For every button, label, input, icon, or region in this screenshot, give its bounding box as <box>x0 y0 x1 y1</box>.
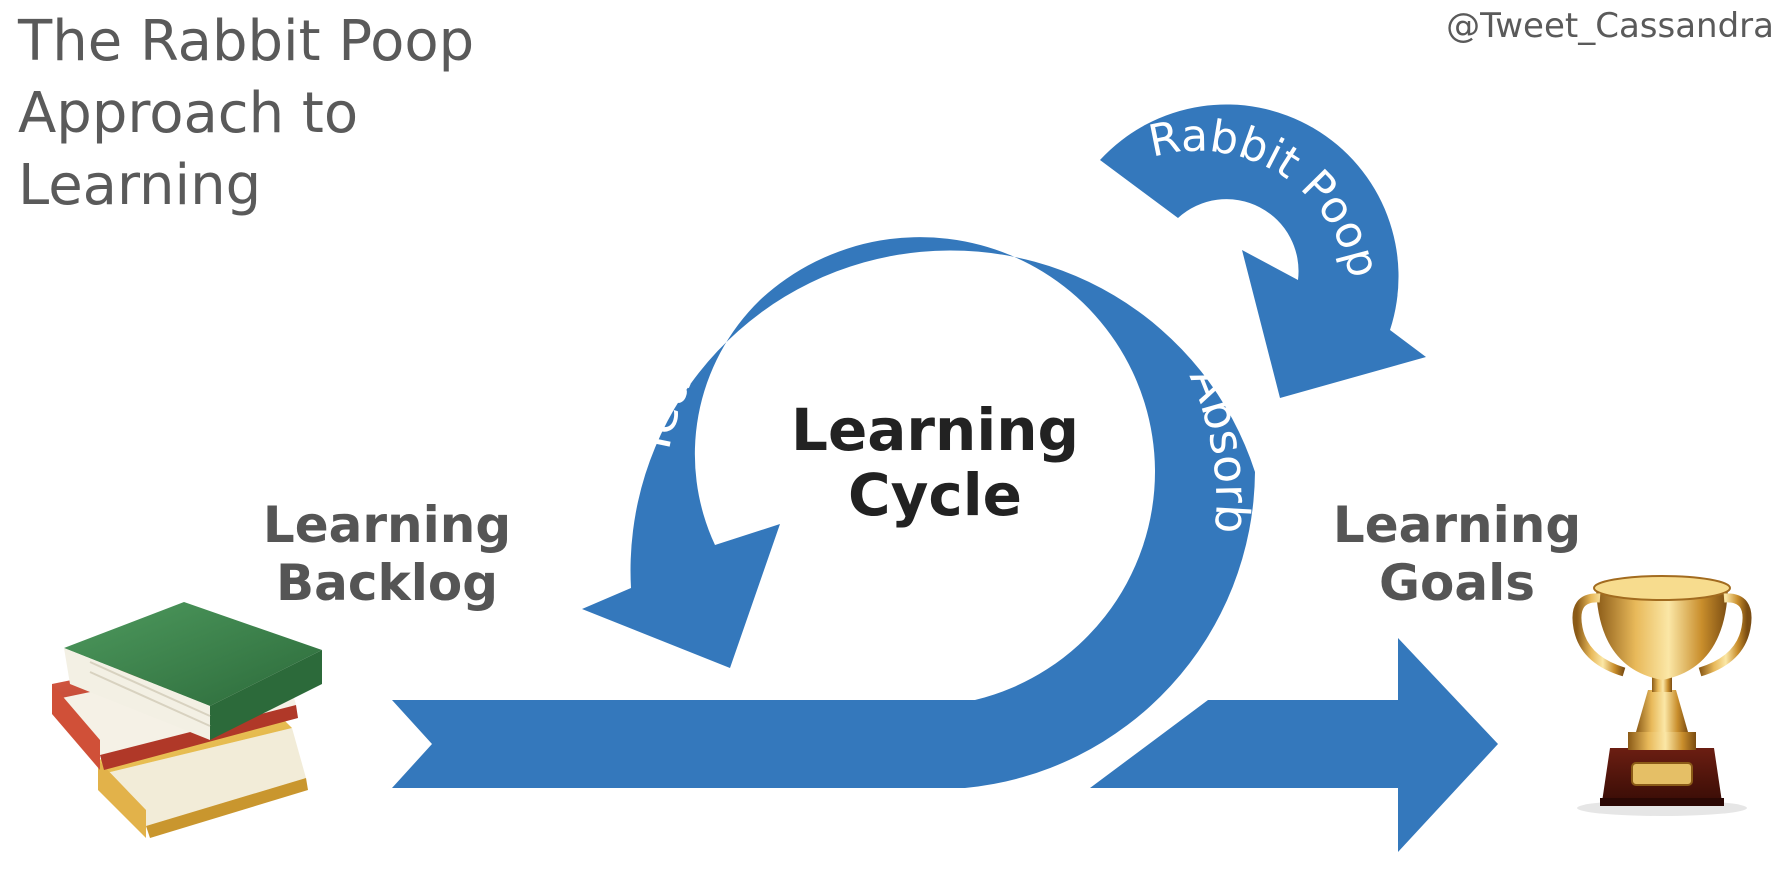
stack-of-books-icon <box>52 602 322 838</box>
backlog-line-2: Backlog <box>275 554 499 612</box>
title-line-2: Approach to <box>18 81 359 146</box>
goals-line-2: Goals <box>1378 554 1536 612</box>
cycle-line-2: Cycle <box>848 460 1022 529</box>
title-line-3: Learning <box>18 153 262 218</box>
rabbit-poop-arrow <box>1100 104 1426 399</box>
title-line-1: The Rabbit Poop <box>18 9 475 74</box>
backlog-line-1: Learning <box>262 496 512 554</box>
goals-line-1: Learning <box>1332 496 1582 554</box>
twitter-handle: @Tweet_Cassandra <box>1446 6 1774 46</box>
goal-arrow <box>1090 638 1498 852</box>
gold-trophy-icon <box>1572 575 1752 816</box>
learning-cycle-label: Learning Cycle <box>735 398 1135 528</box>
learning-backlog-label: Learning Backlog <box>252 496 522 612</box>
experience-label: Experience <box>797 133 1103 227</box>
cycle-line-1: Learning <box>790 396 1080 464</box>
learning-goals-label: Learning Goals <box>1322 496 1592 612</box>
teach-label: Teach <box>622 303 734 462</box>
main-spiral-arrow <box>392 237 1255 788</box>
